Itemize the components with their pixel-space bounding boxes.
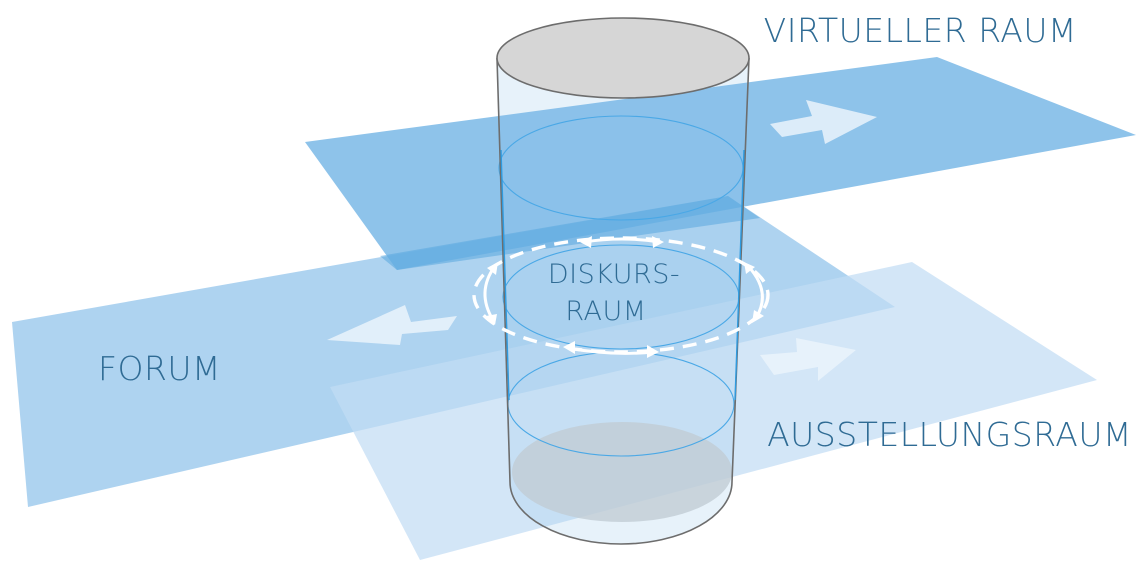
ring-arrow-icon xyxy=(487,262,498,275)
cylinder-base xyxy=(512,422,732,522)
ring-arrow-icon xyxy=(744,262,755,274)
cylinder-side-right-blue xyxy=(734,149,745,401)
label-discourse-line1: DISKURS- xyxy=(548,259,680,290)
ring-arrow-icon xyxy=(563,341,575,354)
ring-arrow-icon xyxy=(647,345,659,358)
flow-arrow-icon xyxy=(760,338,856,381)
ring-arrow-icon xyxy=(752,310,764,323)
cylinder-top-cap xyxy=(496,17,750,99)
label-discourse-line2: RAUM xyxy=(565,296,646,327)
ring-arrow-icon xyxy=(580,236,592,248)
flow-arrow-icon xyxy=(327,305,457,345)
label-exhibition-space: AUSSTELLUNGSRAUM xyxy=(767,415,1132,454)
cylinder-side-left xyxy=(496,57,511,483)
label-virtual-space: VIRTUELLER RAUM xyxy=(764,11,1077,50)
overlap-strip xyxy=(380,196,760,270)
ring-arrow-icon xyxy=(652,236,664,248)
ring-arrow-icon xyxy=(567,346,655,355)
cylinder-side-right xyxy=(731,57,750,483)
label-forum: FORUM xyxy=(98,349,221,388)
cylinder-side-left-blue xyxy=(500,149,510,401)
virtual-plane xyxy=(305,57,1136,270)
forum-plane xyxy=(12,196,895,507)
cylinder-bottom-curve xyxy=(509,481,733,545)
ring-arrow-icon xyxy=(486,314,497,325)
flow-arrow-icon xyxy=(770,100,877,144)
